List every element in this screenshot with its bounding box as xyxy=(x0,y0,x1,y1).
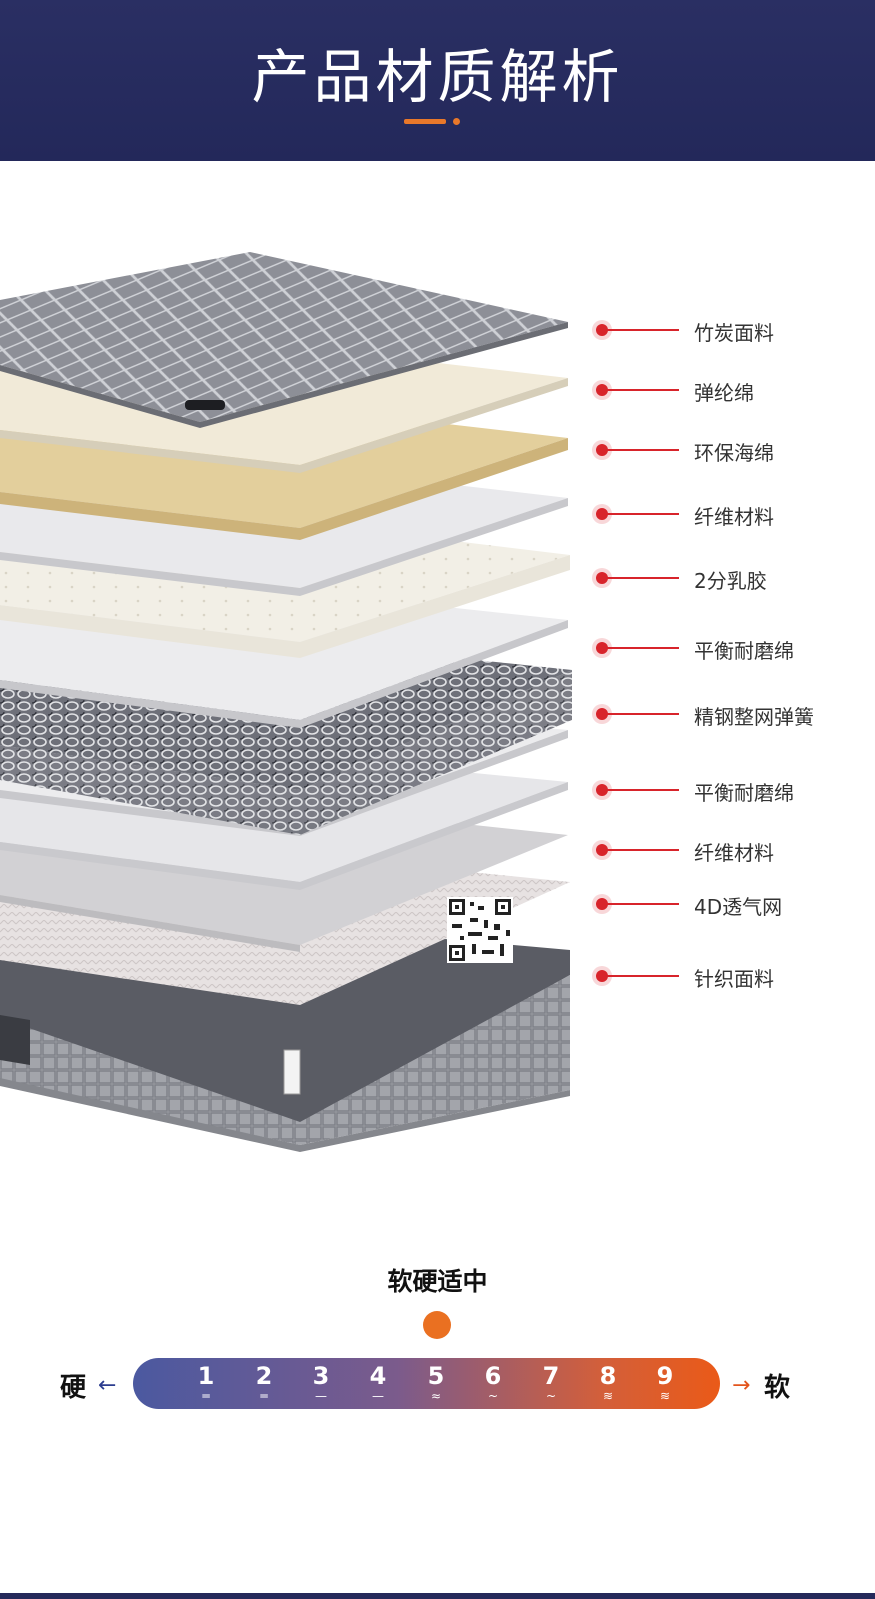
scale-level-number: 6 xyxy=(484,1362,502,1390)
hard-label: 硬 xyxy=(60,1373,87,1403)
scale-level-mark: — xyxy=(372,1389,384,1403)
layer-label-text: 纤维材料 xyxy=(694,841,774,865)
label-marker-dot xyxy=(596,324,608,336)
layer-label-text: 竹炭面料 xyxy=(694,321,774,345)
label-marker-dot xyxy=(596,508,608,520)
soft-label: 软 xyxy=(764,1373,791,1403)
scale-level: 8 ≋ xyxy=(588,1358,628,1402)
label-leader-line xyxy=(606,849,679,851)
layer-label-row: 纤维材料 xyxy=(596,502,866,529)
layer-label-text: 环保海绵 xyxy=(694,441,774,465)
label-leader-line xyxy=(606,389,679,391)
scale-level-mark: ≋ xyxy=(659,1389,671,1403)
label-leader-line xyxy=(606,903,679,905)
scale-level-mark: — xyxy=(315,1389,327,1403)
label-leader-line xyxy=(606,713,679,715)
qr-code-image xyxy=(447,897,513,963)
arrow-right-icon: → xyxy=(732,1373,751,1398)
title-underline-bar xyxy=(404,119,446,124)
label-marker-dot xyxy=(596,784,608,796)
label-marker-dot xyxy=(596,970,608,982)
scale-level-number: 3 xyxy=(312,1362,330,1390)
mattress-exploded-illustration xyxy=(0,160,875,1170)
scale-level-mark: ≈ xyxy=(430,1389,442,1403)
layer-label-text: 弹纶绵 xyxy=(694,381,754,405)
scale-level-mark: ═ xyxy=(260,1389,268,1403)
scale-level-number: 9 xyxy=(656,1362,674,1390)
scale-level-mark: ~ xyxy=(487,1389,499,1403)
layer-label-row: 纤维材料 xyxy=(596,838,866,865)
layer-label-text: 2分乳胶 xyxy=(694,569,767,593)
mattress-layers-svg xyxy=(0,252,572,1152)
layer-label-row: 针织面料 xyxy=(596,964,866,991)
layer-bamboo-charcoal-fabric xyxy=(0,252,568,422)
layer-label-text: 精钢整网弹簧 xyxy=(694,705,814,729)
label-leader-line xyxy=(606,449,679,451)
firmness-title: 软硬适中 xyxy=(387,1267,488,1296)
bottom-border xyxy=(0,1593,875,1599)
firmness-indicator-dot xyxy=(423,1311,451,1339)
scale-level-number: 4 xyxy=(369,1362,387,1390)
layer-label-text: 针织面料 xyxy=(694,967,774,991)
label-leader-line xyxy=(606,789,679,791)
label-leader-line xyxy=(606,577,679,579)
scale-level: 7 ~ xyxy=(531,1358,571,1402)
layer-label-row: 4D透气网 xyxy=(596,892,866,919)
layer-label-row: 平衡耐磨绵 xyxy=(596,778,866,805)
label-marker-dot xyxy=(596,844,608,856)
page-title: 产品材质解析 xyxy=(251,43,624,111)
arrow-left-icon: ← xyxy=(98,1373,117,1398)
label-marker-dot xyxy=(596,384,608,396)
label-leader-line xyxy=(606,975,679,977)
header-banner: 产品材质解析 xyxy=(0,0,875,161)
scale-level: 4 — xyxy=(358,1358,398,1402)
scale-level: 2 ═ xyxy=(244,1358,284,1402)
scale-level: 5 ≈ xyxy=(416,1358,456,1402)
layer-label-row: 平衡耐磨绵 xyxy=(596,636,866,663)
scale-level-number: 5 xyxy=(427,1362,445,1390)
scale-level-number: 1 xyxy=(197,1362,215,1390)
label-marker-dot xyxy=(596,898,608,910)
layer-label-text: 纤维材料 xyxy=(694,505,774,529)
layer-label-row: 2分乳胶 xyxy=(596,566,866,593)
label-marker-dot xyxy=(596,708,608,720)
layer-label-row: 精钢整网弹簧 xyxy=(596,702,866,729)
scale-level-number: 8 xyxy=(599,1362,617,1390)
firmness-scale-bar: 1 ═ 2 ═ 3 — 4 — 5 ≈ 6 ~ 7 ~ 8 ≋ 9 ≋ xyxy=(133,1358,720,1409)
label-marker-dot xyxy=(596,444,608,456)
scale-level-mark: ≋ xyxy=(602,1389,614,1403)
scale-level-mark: ~ xyxy=(545,1389,557,1403)
scale-level-number: 2 xyxy=(255,1362,273,1390)
layer-label-text: 平衡耐磨绵 xyxy=(694,781,794,805)
scale-level-mark: ═ xyxy=(202,1389,210,1403)
scale-level: 6 ~ xyxy=(473,1358,513,1402)
title-underline-dot xyxy=(453,118,460,125)
label-marker-dot xyxy=(596,572,608,584)
scale-level: 3 — xyxy=(301,1358,341,1402)
label-leader-line xyxy=(606,647,679,649)
layer-label-row: 弹纶绵 xyxy=(596,378,866,405)
label-marker-dot xyxy=(596,642,608,654)
layer-label-row: 竹炭面料 xyxy=(596,318,866,345)
scale-level-number: 7 xyxy=(542,1362,560,1390)
layer-label-row: 环保海绵 xyxy=(596,438,866,465)
scale-level: 9 ≋ xyxy=(645,1358,685,1402)
layer-label-text: 4D透气网 xyxy=(694,895,783,919)
label-leader-line xyxy=(606,513,679,515)
scale-level: 1 ═ xyxy=(186,1358,226,1402)
label-leader-line xyxy=(606,329,679,331)
layer-label-text: 平衡耐磨绵 xyxy=(694,639,794,663)
